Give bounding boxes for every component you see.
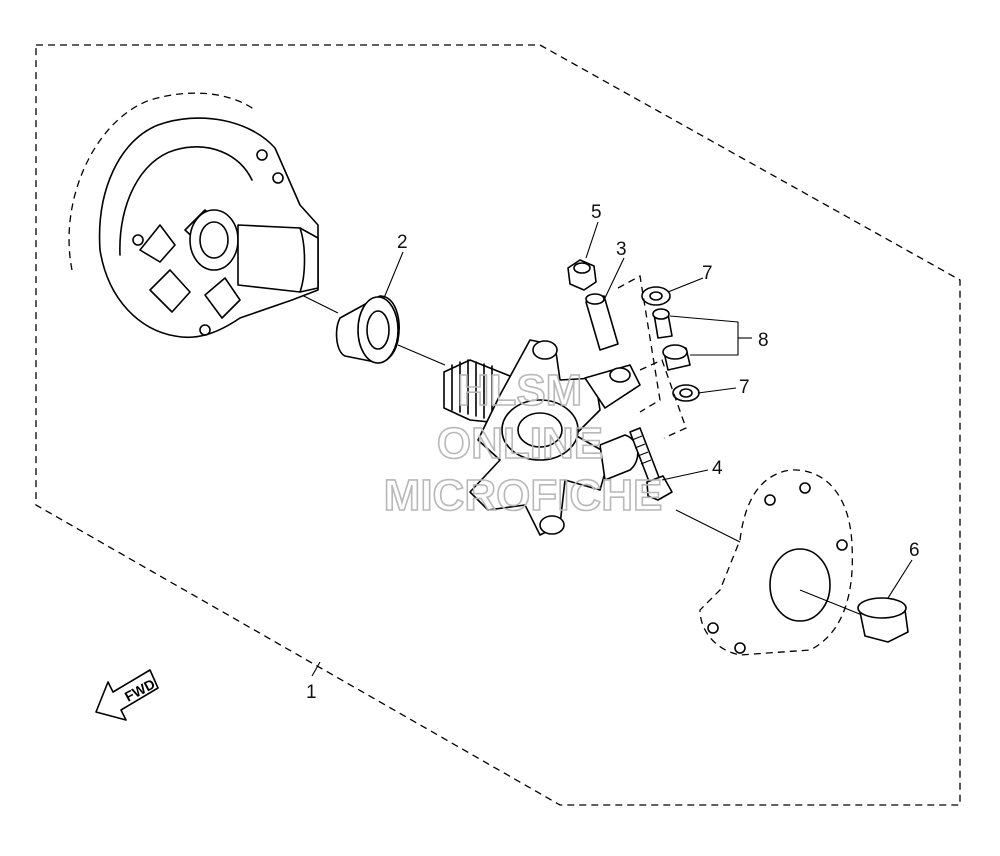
callout-7-upper: 7 — [702, 263, 713, 284]
bolt-4 — [629, 427, 673, 501]
group-bracket-left — [617, 274, 661, 413]
watermark-line-2: ONLINE — [437, 419, 603, 468]
callout-7-lower: 7 — [739, 377, 750, 398]
callout-3: 3 — [616, 239, 627, 260]
washer-7-lower — [672, 384, 700, 402]
callout-4: 4 — [712, 458, 723, 479]
callout-8: 8 — [758, 330, 769, 351]
fwd-arrow-icon: FWD — [95, 669, 159, 721]
washer-7-upper — [641, 286, 671, 306]
callout-2: 2 — [397, 232, 408, 253]
collar-8-upper — [652, 308, 673, 339]
cover-plate — [699, 469, 854, 656]
pin-3 — [585, 293, 619, 351]
leader-lines — [311, 221, 913, 677]
sheave-housing — [68, 92, 319, 339]
nut-5 — [567, 259, 597, 291]
callout-1: 1 — [306, 682, 317, 703]
callout-6: 6 — [909, 540, 920, 561]
bearing-6 — [857, 597, 909, 643]
assembly-boundary — [35, 44, 961, 806]
watermark: HLSM ONLINE MICROFICHE — [383, 365, 663, 521]
callout-5: 5 — [591, 202, 602, 223]
bearing-2 — [335, 295, 400, 364]
spider-hub — [443, 339, 641, 536]
watermark-line-3: MICROFICHE — [384, 471, 663, 520]
watermark-line-1: HLSM — [458, 366, 583, 415]
collar-8-lower — [662, 344, 691, 371]
group-bracket-right — [639, 359, 687, 439]
